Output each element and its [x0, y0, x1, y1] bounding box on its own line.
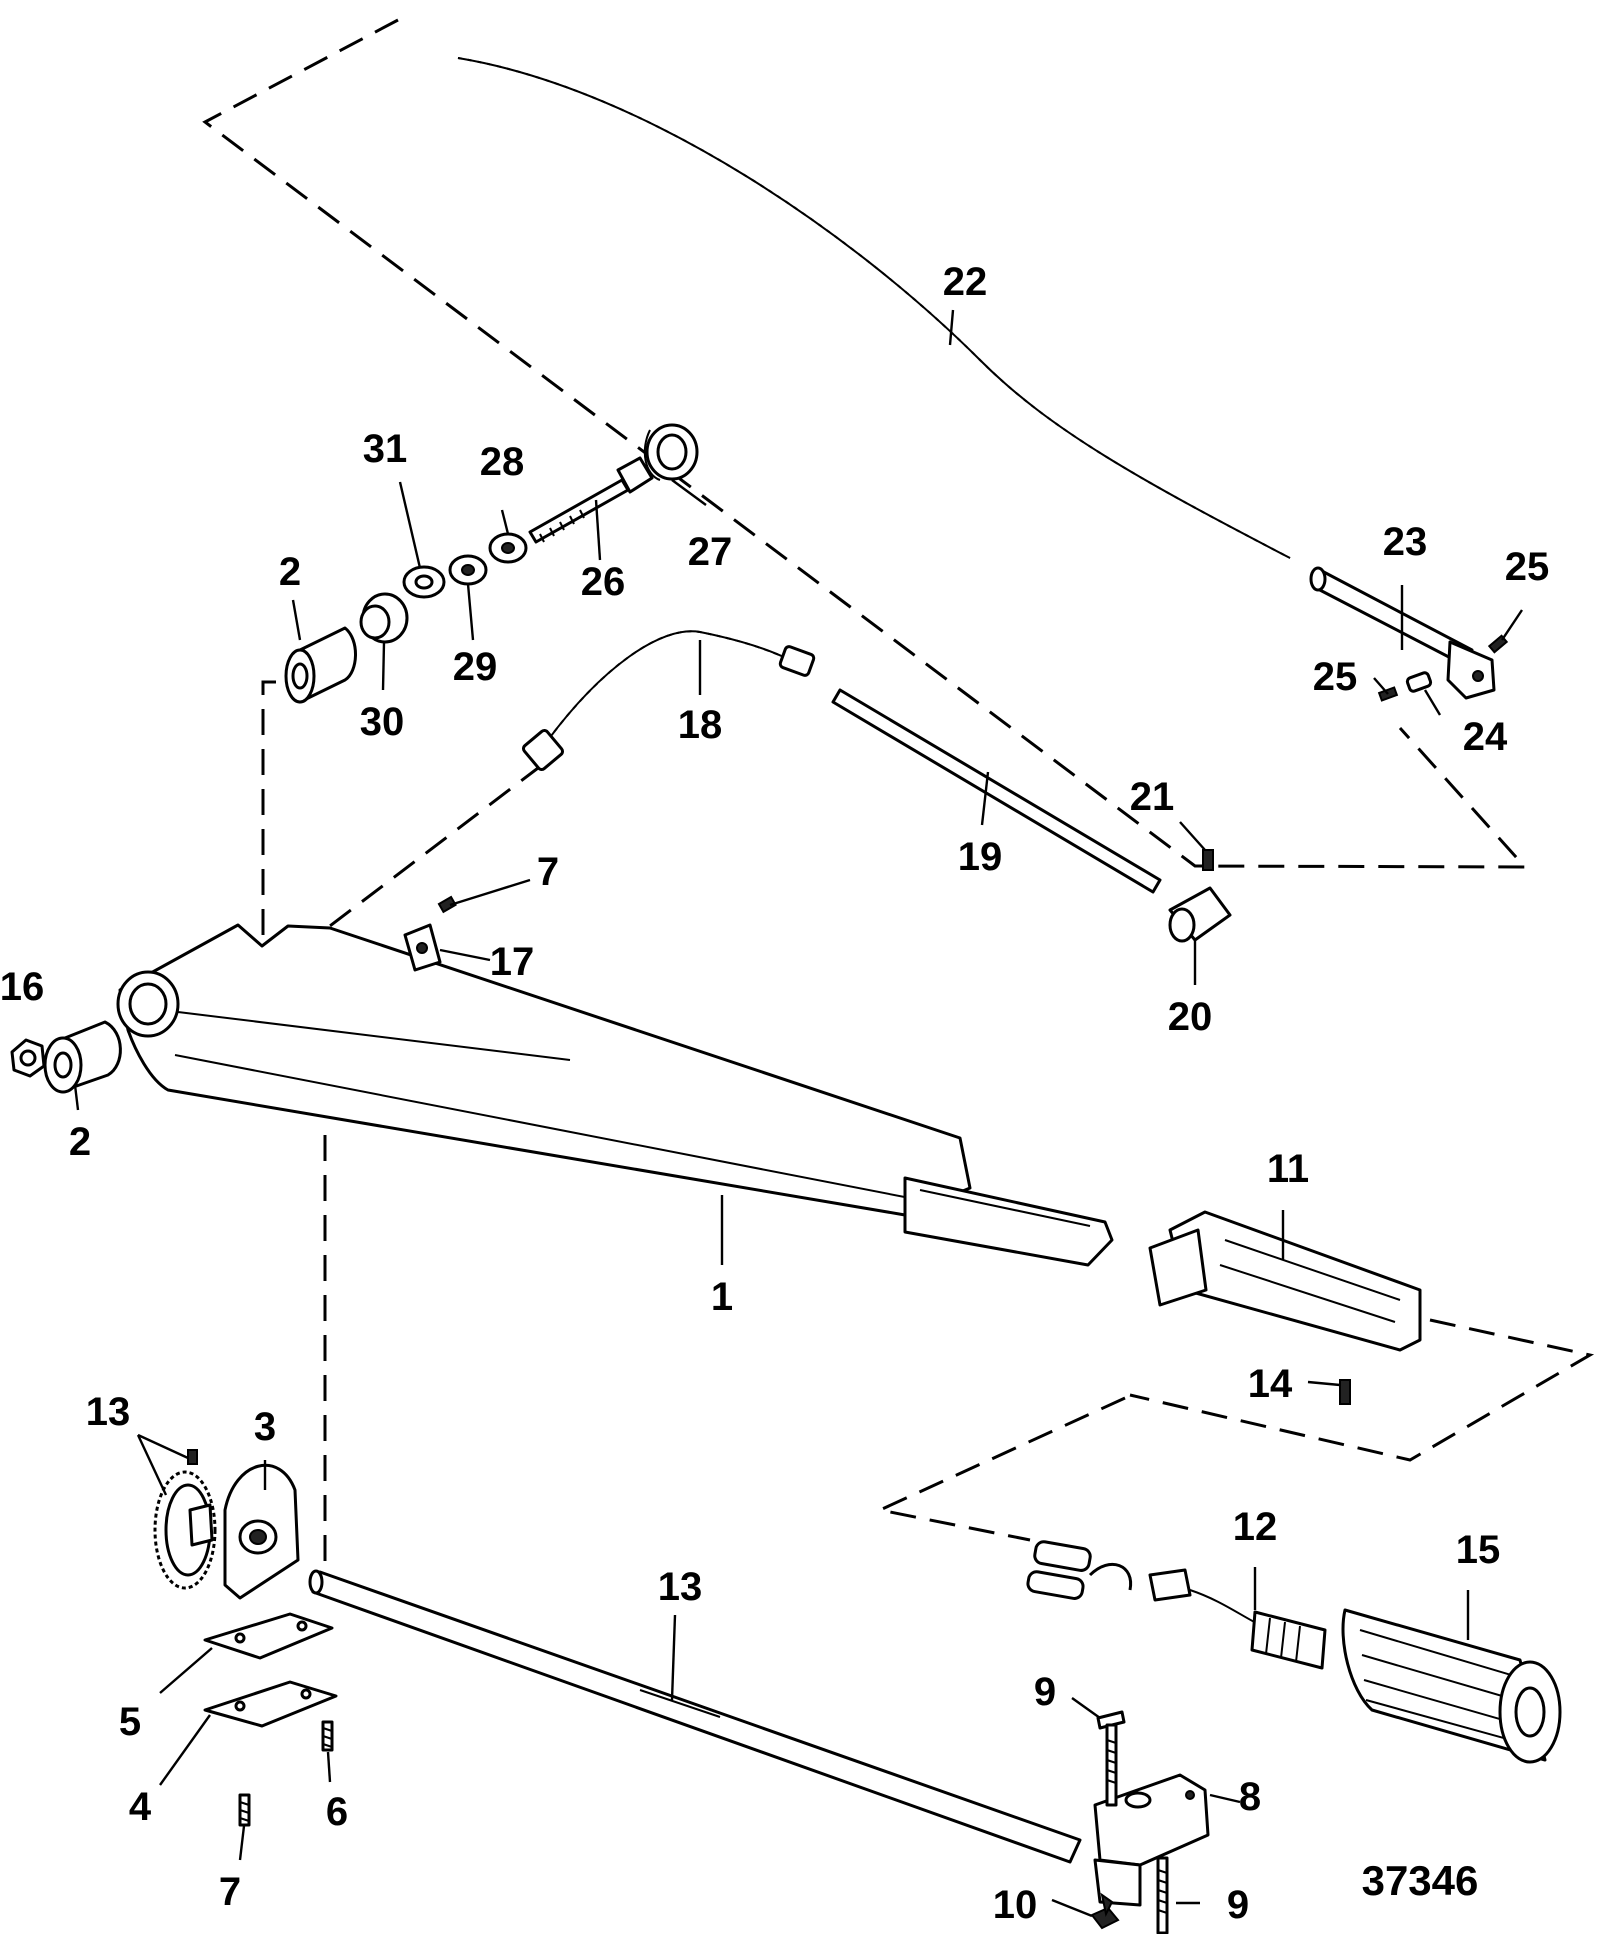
- callout-labels: 22 23 25 25 24 27 26 28 29 31 30 2 18 19…: [0, 260, 1549, 1927]
- callout-11: 11: [1267, 1147, 1309, 1191]
- callout-5: 5: [119, 1700, 141, 1744]
- callout-31: 31: [363, 427, 408, 471]
- callout-17: 16: [0, 965, 44, 1009]
- callout-25-lower: 25: [1313, 655, 1358, 699]
- part-29-washer: [448, 554, 488, 586]
- callout-16: 17: [490, 940, 535, 984]
- part-15-grip: [1341, 1608, 1562, 1764]
- callout-7-lower: 7: [219, 1870, 241, 1914]
- part-11-throttle-tube: [1148, 1210, 1422, 1352]
- callout-20: 20: [1168, 995, 1213, 1039]
- callout-4: 4: [129, 1785, 152, 1829]
- part-10-wing-nut: [1090, 1892, 1120, 1930]
- callout-13-gear: 13: [86, 1390, 131, 1434]
- callout-9-upper: 9: [1034, 1670, 1056, 1714]
- callout-7-upper: 7: [537, 850, 559, 894]
- part-31-washer: [402, 565, 446, 599]
- part-24-pin: [1405, 671, 1433, 693]
- part-18-conduit: [522, 630, 816, 771]
- part-7-clip-screw: [437, 895, 457, 914]
- part-1-tiller-handle: [116, 923, 1114, 1267]
- callout-2-lower: 2: [69, 1120, 91, 1164]
- part-13-gear: [153, 1449, 217, 1590]
- callout-8: 8: [1239, 1775, 1261, 1819]
- callout-22: 22: [943, 260, 988, 304]
- callout-9-lower: 9: [1227, 1883, 1249, 1927]
- part-2-lower-bushing: [43, 1020, 122, 1094]
- part-22-cable: [457, 57, 1291, 559]
- part-21-set-screw: [1202, 849, 1214, 871]
- callout-14: 14: [1248, 1362, 1293, 1406]
- callout-28: 28: [480, 440, 525, 484]
- callout-26: 26: [581, 560, 626, 604]
- part-4-plate: [203, 1680, 338, 1728]
- part-26-friction-screw: [528, 456, 654, 544]
- part-20-connector: [1168, 886, 1232, 943]
- figure-number: 37346: [1362, 1857, 1479, 1904]
- callout-21: 21: [1130, 775, 1175, 819]
- part-3-pivot-block: [223, 1463, 300, 1600]
- callout-10: 10: [993, 1883, 1038, 1927]
- part-23-cable-end: [1309, 566, 1496, 700]
- switch-outline: [875, 1396, 1126, 1542]
- part-9-bolt-upper: [1096, 1710, 1126, 1807]
- callout-6: 6: [326, 1790, 348, 1834]
- leader-lines: [73, 309, 1523, 1918]
- assembly-dashed-lines: [202, 18, 1595, 1590]
- part-9-bolt-lower: [1156, 1856, 1169, 1934]
- callout-13-rod: 13: [658, 1565, 703, 1609]
- grip-outline: [1129, 1318, 1595, 1462]
- callout-30: 30: [360, 700, 405, 744]
- part-12-stop-switch: [1026, 1540, 1327, 1670]
- part-28-washer: [488, 532, 528, 564]
- part-8-clamp: [1093, 1773, 1210, 1907]
- cable-routing-dash-line: [317, 763, 543, 937]
- callout-19: 19: [958, 835, 1003, 879]
- callout-2-upper: 2: [279, 550, 301, 594]
- part-13-friction-rod: [308, 1569, 1082, 1864]
- part-27-grommet: [643, 423, 699, 481]
- callout-25-upper: 25: [1505, 545, 1550, 589]
- callout-3: 3: [254, 1405, 276, 1449]
- callout-15: 15: [1456, 1528, 1501, 1572]
- part-14-screw: [1339, 1379, 1351, 1405]
- callout-27: 27: [688, 530, 733, 574]
- callout-1: 1: [711, 1275, 733, 1319]
- part-17-nut: [10, 1038, 46, 1078]
- part-5-plate: [203, 1612, 334, 1660]
- part-16-clip: [403, 923, 442, 972]
- callout-29: 29: [453, 645, 498, 689]
- part-2-upper-bushing: [284, 626, 357, 704]
- part-7-lower-screw: [238, 1793, 251, 1827]
- callout-18: 18: [678, 703, 723, 747]
- part-19-rod: [831, 688, 1162, 894]
- callout-23: 23: [1383, 520, 1428, 564]
- part-6-screw: [321, 1720, 334, 1752]
- cable-assembly-outline: [202, 18, 1529, 869]
- callout-24: 24: [1463, 715, 1508, 759]
- callout-12: 12: [1233, 1505, 1278, 1549]
- part-30-bushing: [359, 592, 409, 644]
- throttle-tube-outline: [261, 680, 290, 935]
